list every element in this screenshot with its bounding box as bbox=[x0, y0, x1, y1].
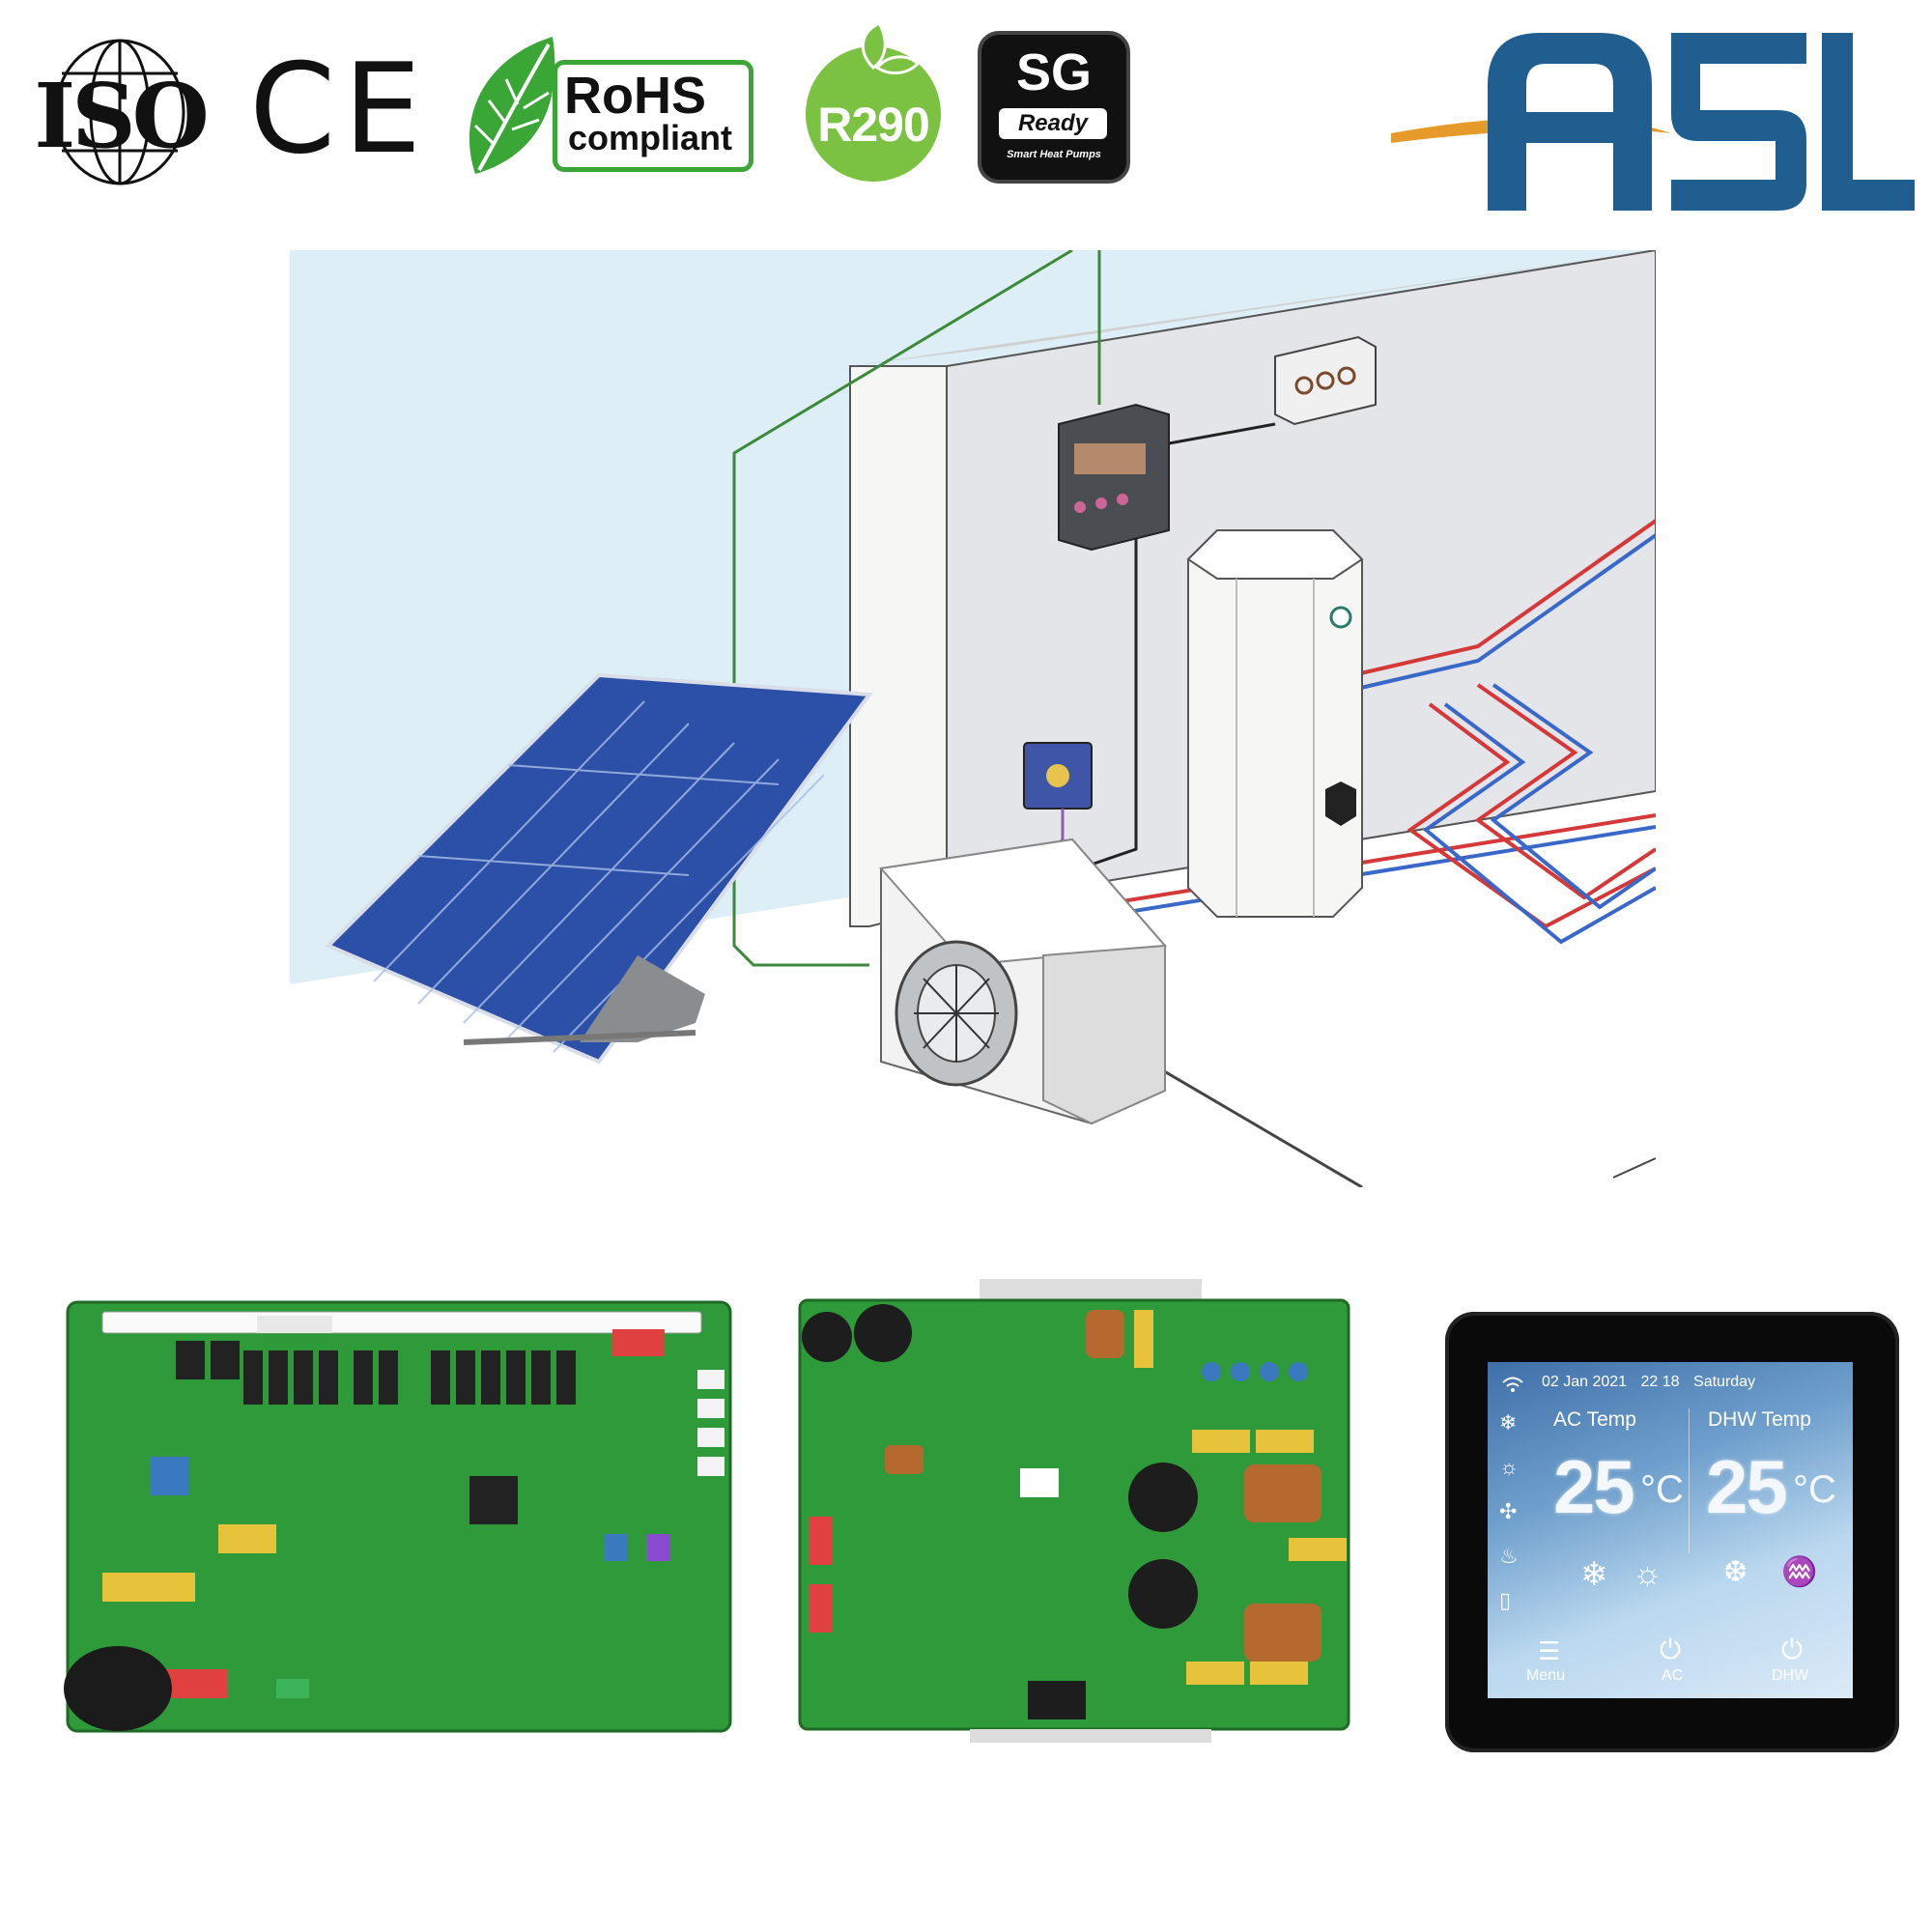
touch-controller-panel: 02 Jan 2021 22 18 Saturday ❄ ☼ ✣ ♨ ▯ AC … bbox=[1445, 1312, 1899, 1752]
dhw-temp-unit: °C bbox=[1793, 1468, 1836, 1511]
sg-frame bbox=[978, 31, 1130, 184]
status-bar: 02 Jan 2021 22 18 Saturday bbox=[1542, 1374, 1765, 1391]
rohs-frame bbox=[553, 60, 753, 172]
dhw-temp-value: 25 bbox=[1706, 1444, 1788, 1529]
heater-coil-icon[interactable]: ♒ bbox=[1781, 1556, 1818, 1588]
snowflake-mode-icon[interactable]: ❄ bbox=[1499, 1410, 1518, 1435]
menu-button-label[interactable]: Menu bbox=[1526, 1667, 1566, 1684]
sg-ready-label: Ready bbox=[999, 108, 1107, 139]
r290-text: R290 bbox=[817, 98, 930, 152]
inverter-drive-pcb-photo bbox=[796, 1275, 1352, 1744]
ac-temp-value: 25 bbox=[1553, 1444, 1635, 1529]
tank-icon[interactable]: ▯ bbox=[1499, 1588, 1512, 1612]
sg-subtitle: Smart Heat Pumps bbox=[1007, 149, 1101, 160]
iso-text: ISO bbox=[34, 64, 210, 168]
wifi-icon bbox=[1502, 1377, 1523, 1392]
rohs-subtitle: compliant bbox=[568, 118, 733, 157]
globe-icon bbox=[54, 39, 185, 185]
dhw-power-label[interactable]: DHW bbox=[1772, 1667, 1809, 1684]
heating-button-icon[interactable]: ☼ bbox=[1633, 1555, 1663, 1592]
mode-icon-column: ❄ ☼ ✣ ♨ ▯ bbox=[1488, 1401, 1526, 1652]
ac-power-label[interactable]: AC bbox=[1662, 1667, 1684, 1684]
sg-title: SG bbox=[1015, 43, 1093, 101]
ce-text: CE bbox=[249, 38, 430, 182]
ac-temp-unit: °C bbox=[1640, 1468, 1684, 1511]
r290-badge: R290 bbox=[800, 17, 947, 184]
rohs-title: RoHS bbox=[564, 67, 706, 125]
leaf-icon bbox=[469, 37, 555, 174]
sg-ready-badge: SG Ready Smart Heat Pumps bbox=[978, 31, 1130, 184]
defrost-button-icon[interactable]: ❆ bbox=[1723, 1556, 1748, 1588]
solar-heat-pump-illustration bbox=[290, 250, 1656, 1187]
time-text: 22 18 bbox=[1640, 1374, 1680, 1390]
sun-mode-icon[interactable]: ☼ bbox=[1499, 1455, 1520, 1479]
dhw-power-icon[interactable]: ⏻ bbox=[1781, 1634, 1804, 1664]
weekday-text: Saturday bbox=[1693, 1374, 1756, 1390]
ac-temp-label: AC Temp bbox=[1553, 1408, 1636, 1431]
solar-panel-drawing bbox=[325, 672, 873, 1065]
ce-mark: CE bbox=[249, 43, 421, 178]
pump-icon[interactable]: ♨ bbox=[1499, 1544, 1519, 1568]
menu-icon[interactable]: ☰ bbox=[1538, 1636, 1561, 1665]
r290-leaf-circle-icon bbox=[806, 21, 941, 182]
cooling-button-icon[interactable]: ❄ bbox=[1580, 1556, 1608, 1593]
controller-screen: 02 Jan 2021 22 18 Saturday ❄ ☼ ✣ ♨ ▯ AC … bbox=[1488, 1362, 1853, 1698]
main-control-pcb-photo bbox=[64, 1283, 734, 1737]
panel-divider bbox=[1689, 1408, 1690, 1553]
asl-logo bbox=[1381, 17, 1922, 220]
dhw-temp-label: DHW Temp bbox=[1708, 1408, 1811, 1431]
ac-power-icon[interactable]: ⏻ bbox=[1660, 1634, 1682, 1664]
fan-mode-icon[interactable]: ✣ bbox=[1499, 1499, 1518, 1523]
rohs-badge: RoHS compliant bbox=[456, 29, 755, 184]
date-text: 02 Jan 2021 bbox=[1542, 1374, 1628, 1390]
iso-badge: ISO bbox=[23, 35, 216, 189]
